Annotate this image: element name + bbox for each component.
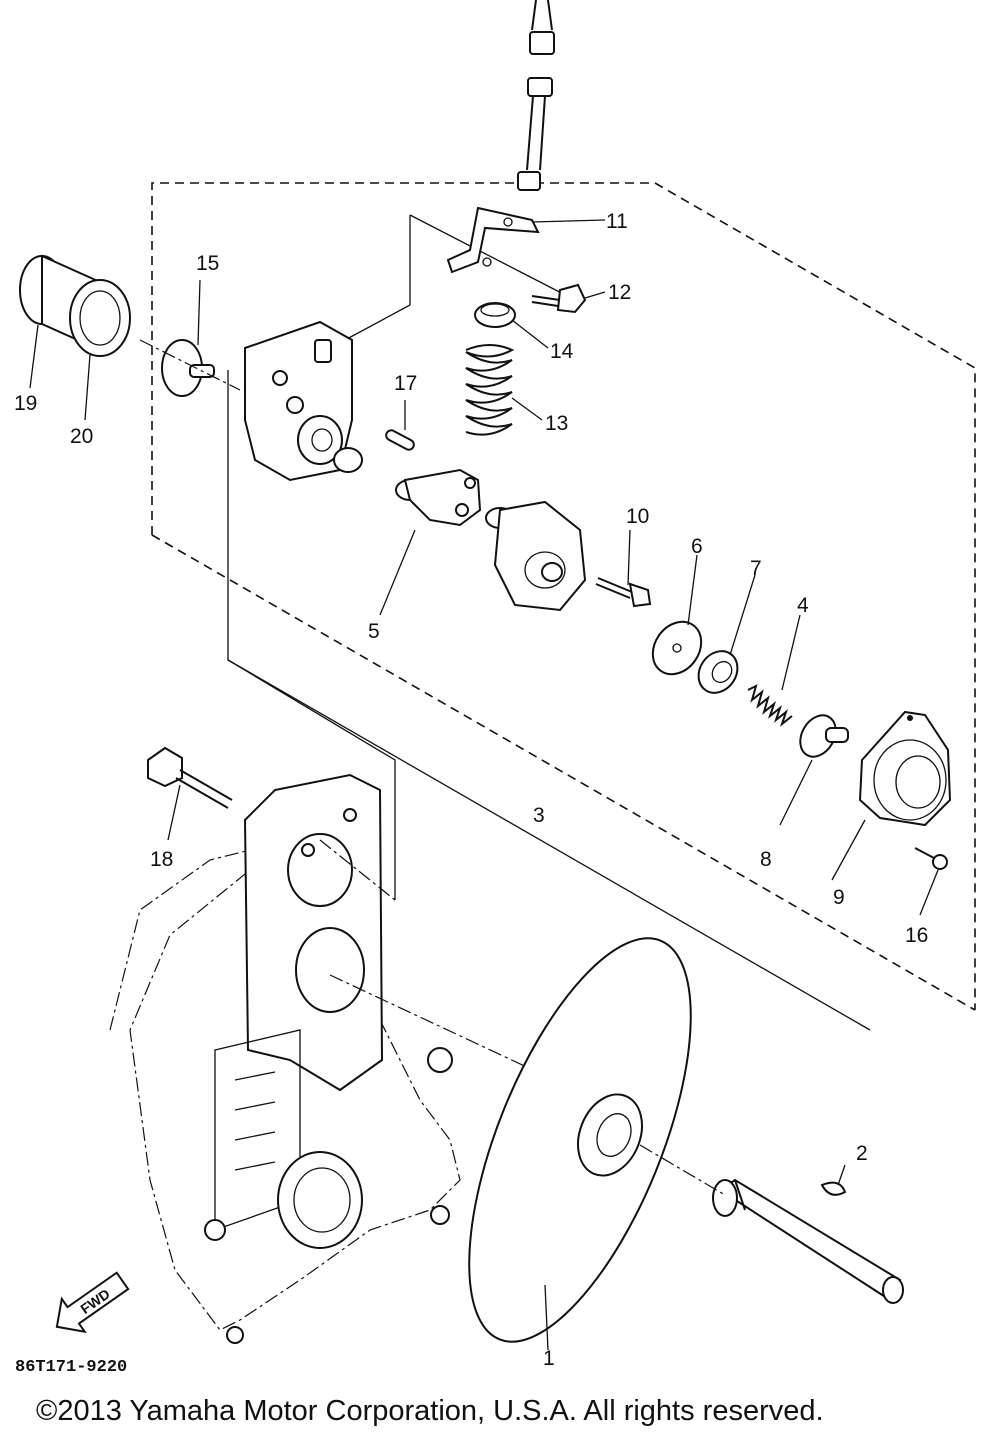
part-13-spring: [465, 344, 515, 436]
callout-leader-lines: [29, 219, 939, 1351]
part-12-bolt: [531, 283, 587, 314]
part-8-plunger: [799, 714, 849, 758]
callout-10: 10: [626, 505, 649, 528]
diagram-code: 86T171-9220: [15, 1358, 127, 1377]
callout-17: 17: [394, 372, 417, 395]
callout-8: 8: [760, 848, 772, 871]
gearcase-housing: [109, 773, 641, 1344]
assembly-boundary: [151, 182, 976, 1011]
callout-6: 6: [691, 535, 703, 558]
main-housing: [244, 320, 363, 482]
control-cable: [517, 0, 555, 191]
part-19-20-caps: [19, 254, 131, 357]
callout-numbers: 1 2 3 4 5 6 7 8 9 10 11 12 13 14 15 16 1…: [14, 210, 928, 1370]
part-4-spring: [747, 684, 793, 727]
callout-19: 19: [14, 392, 37, 415]
part-6-washer: [651, 620, 703, 676]
part-17-pin: [385, 429, 415, 451]
valve-housing-cover: [485, 500, 587, 612]
part-9-cap: [858, 710, 952, 827]
subassembly-bracket: [227, 214, 871, 1031]
callout-14: 14: [550, 340, 574, 363]
callout-7: 7: [750, 557, 762, 580]
part-5-valve: [395, 468, 482, 527]
part-16-screw: [914, 847, 948, 870]
fwd-direction-arrow: FWD: [55, 1271, 130, 1334]
callout-11: 11: [606, 210, 628, 233]
callout-4: 4: [797, 594, 809, 617]
callout-16: 16: [905, 924, 928, 947]
part-11-bracket: [446, 206, 540, 274]
callout-20: 20: [70, 425, 93, 448]
callout-18: 18: [150, 848, 173, 871]
callout-3: 3: [533, 804, 545, 827]
part-1-sheave: [468, 937, 692, 1343]
part-2-key-shaft: [639, 1144, 904, 1304]
part-15-plug: [139, 339, 241, 397]
part-10-screw: [595, 577, 652, 608]
part-14-cap: [474, 302, 516, 328]
part-18-bolt: [147, 746, 233, 809]
callout-13: 13: [545, 412, 568, 435]
callout-1: 1: [543, 1347, 555, 1370]
callout-15: 15: [196, 252, 219, 275]
callout-9: 9: [833, 886, 845, 909]
callout-2: 2: [856, 1142, 868, 1165]
callout-5: 5: [368, 620, 380, 643]
callout-12: 12: [608, 281, 631, 304]
copyright-notice: ©2013 Yamaha Motor Corporation, U.S.A. A…: [36, 1395, 824, 1427]
